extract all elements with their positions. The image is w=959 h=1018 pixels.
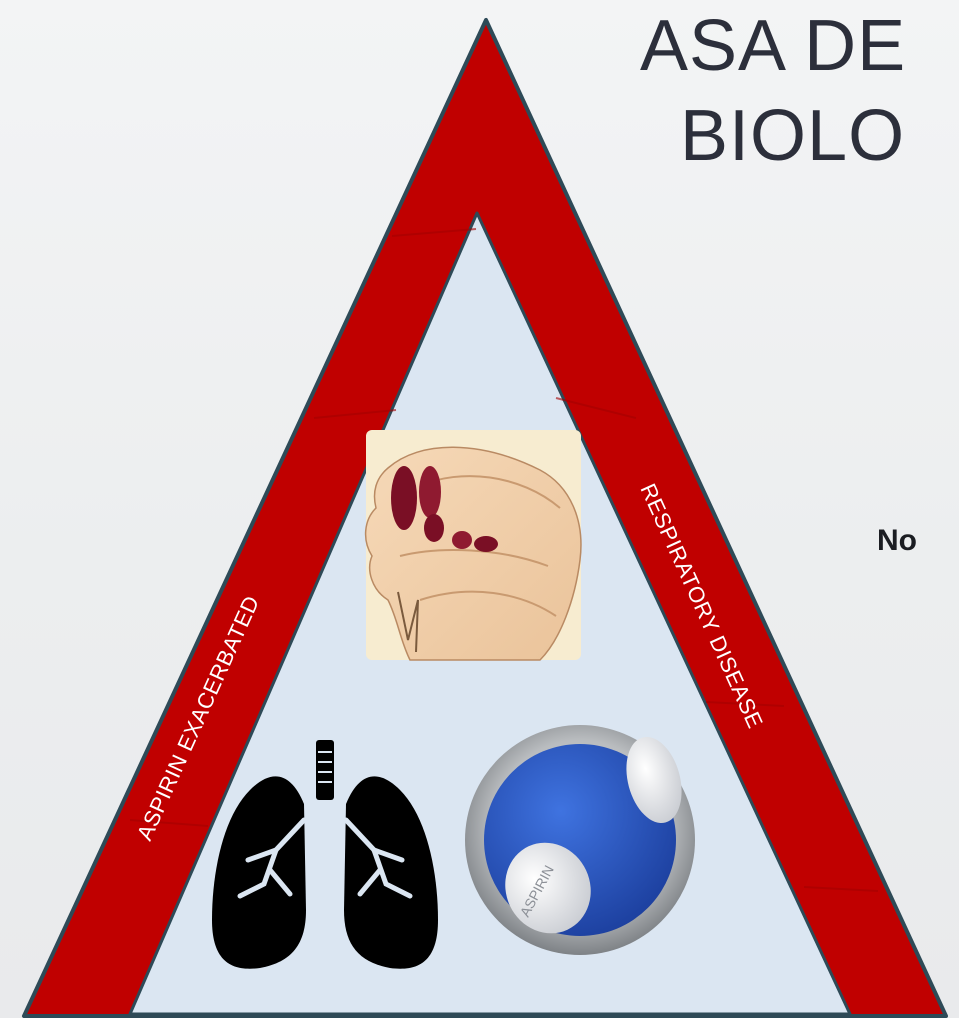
nasal-polyps-illustration [366,430,581,660]
aspirin-pills-image: ASPIRIN [465,725,695,955]
